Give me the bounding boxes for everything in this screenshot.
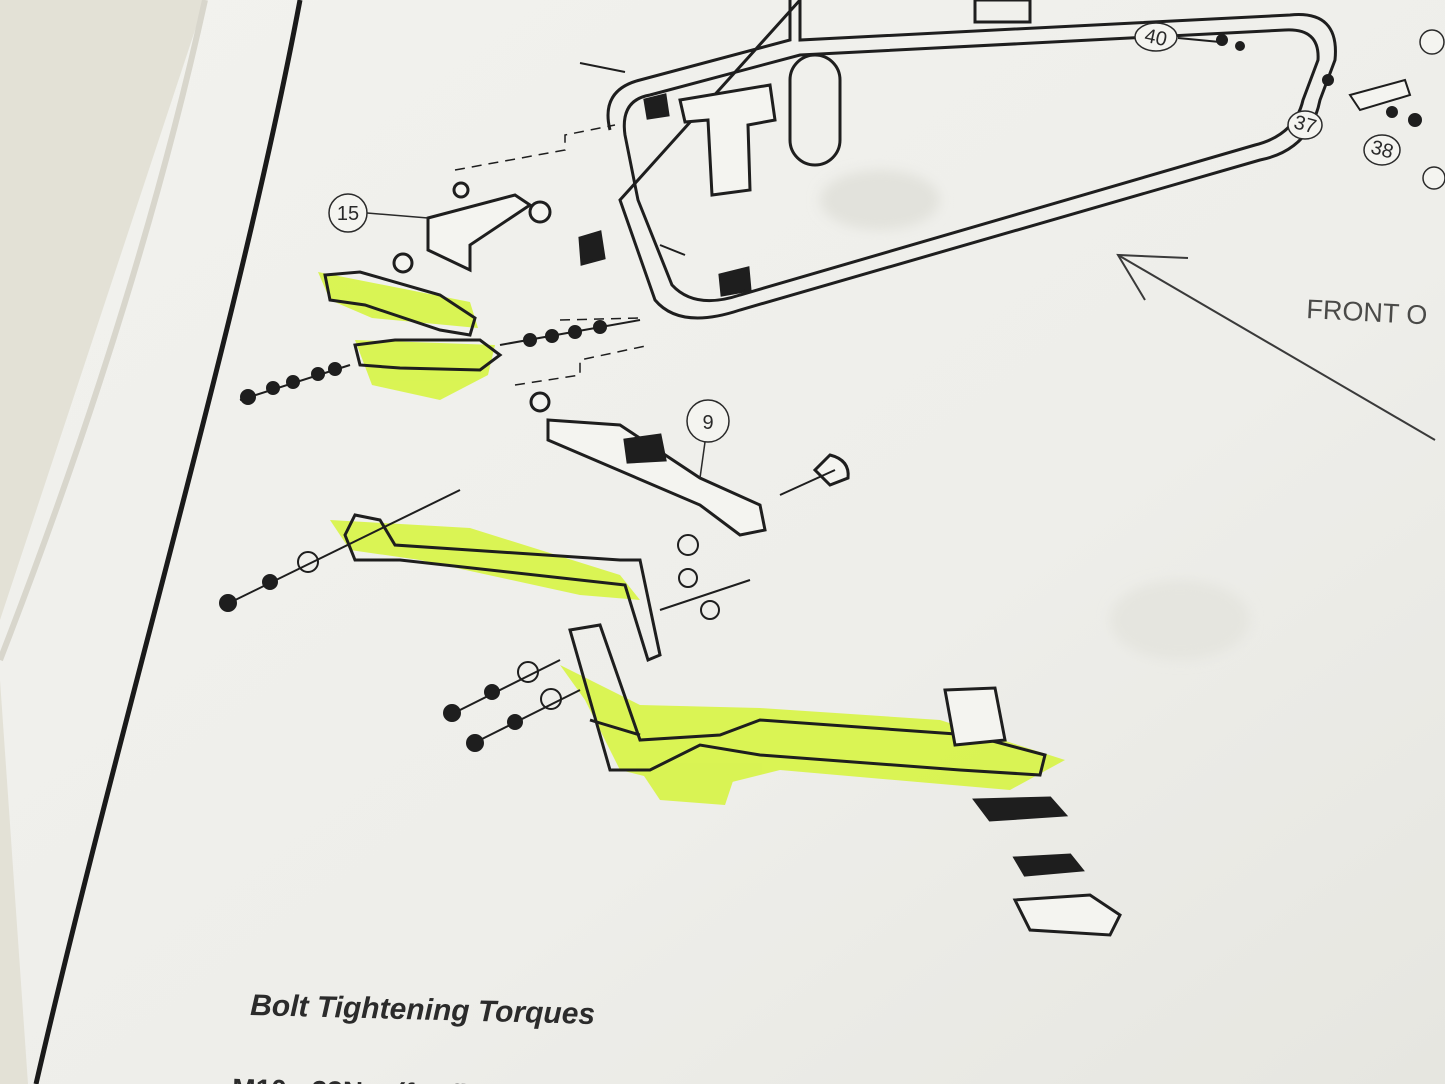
paper-smudge	[820, 170, 940, 230]
callout-40-label: 40	[1143, 25, 1169, 51]
front-direction-label: FRONT O	[1306, 294, 1428, 330]
clamp-stack	[943, 686, 1122, 937]
page-edge-shadow	[0, 0, 208, 662]
torque-first-line-partial: M10 - 33Nm (for flange nuts)	[232, 1073, 609, 1084]
highlighter-marks	[318, 272, 1065, 805]
upper-right-parts	[579, 34, 1422, 256]
lower-arms	[343, 513, 1047, 777]
bracket-9	[529, 391, 850, 537]
upper-highlighted-brackets	[323, 270, 503, 372]
callout-circles	[328, 22, 1445, 479]
paper-smudge	[1110, 580, 1250, 660]
fastener-chains	[219, 319, 836, 752]
front-direction-arrow	[1116, 253, 1436, 441]
callout-15-label: 15	[337, 203, 359, 225]
page-border-line	[33, 0, 303, 1084]
bracket-15	[392, 181, 606, 274]
dashed-leaders	[454, 124, 651, 386]
main-frame	[606, 0, 1337, 320]
callout-9-label: 9	[702, 412, 713, 434]
